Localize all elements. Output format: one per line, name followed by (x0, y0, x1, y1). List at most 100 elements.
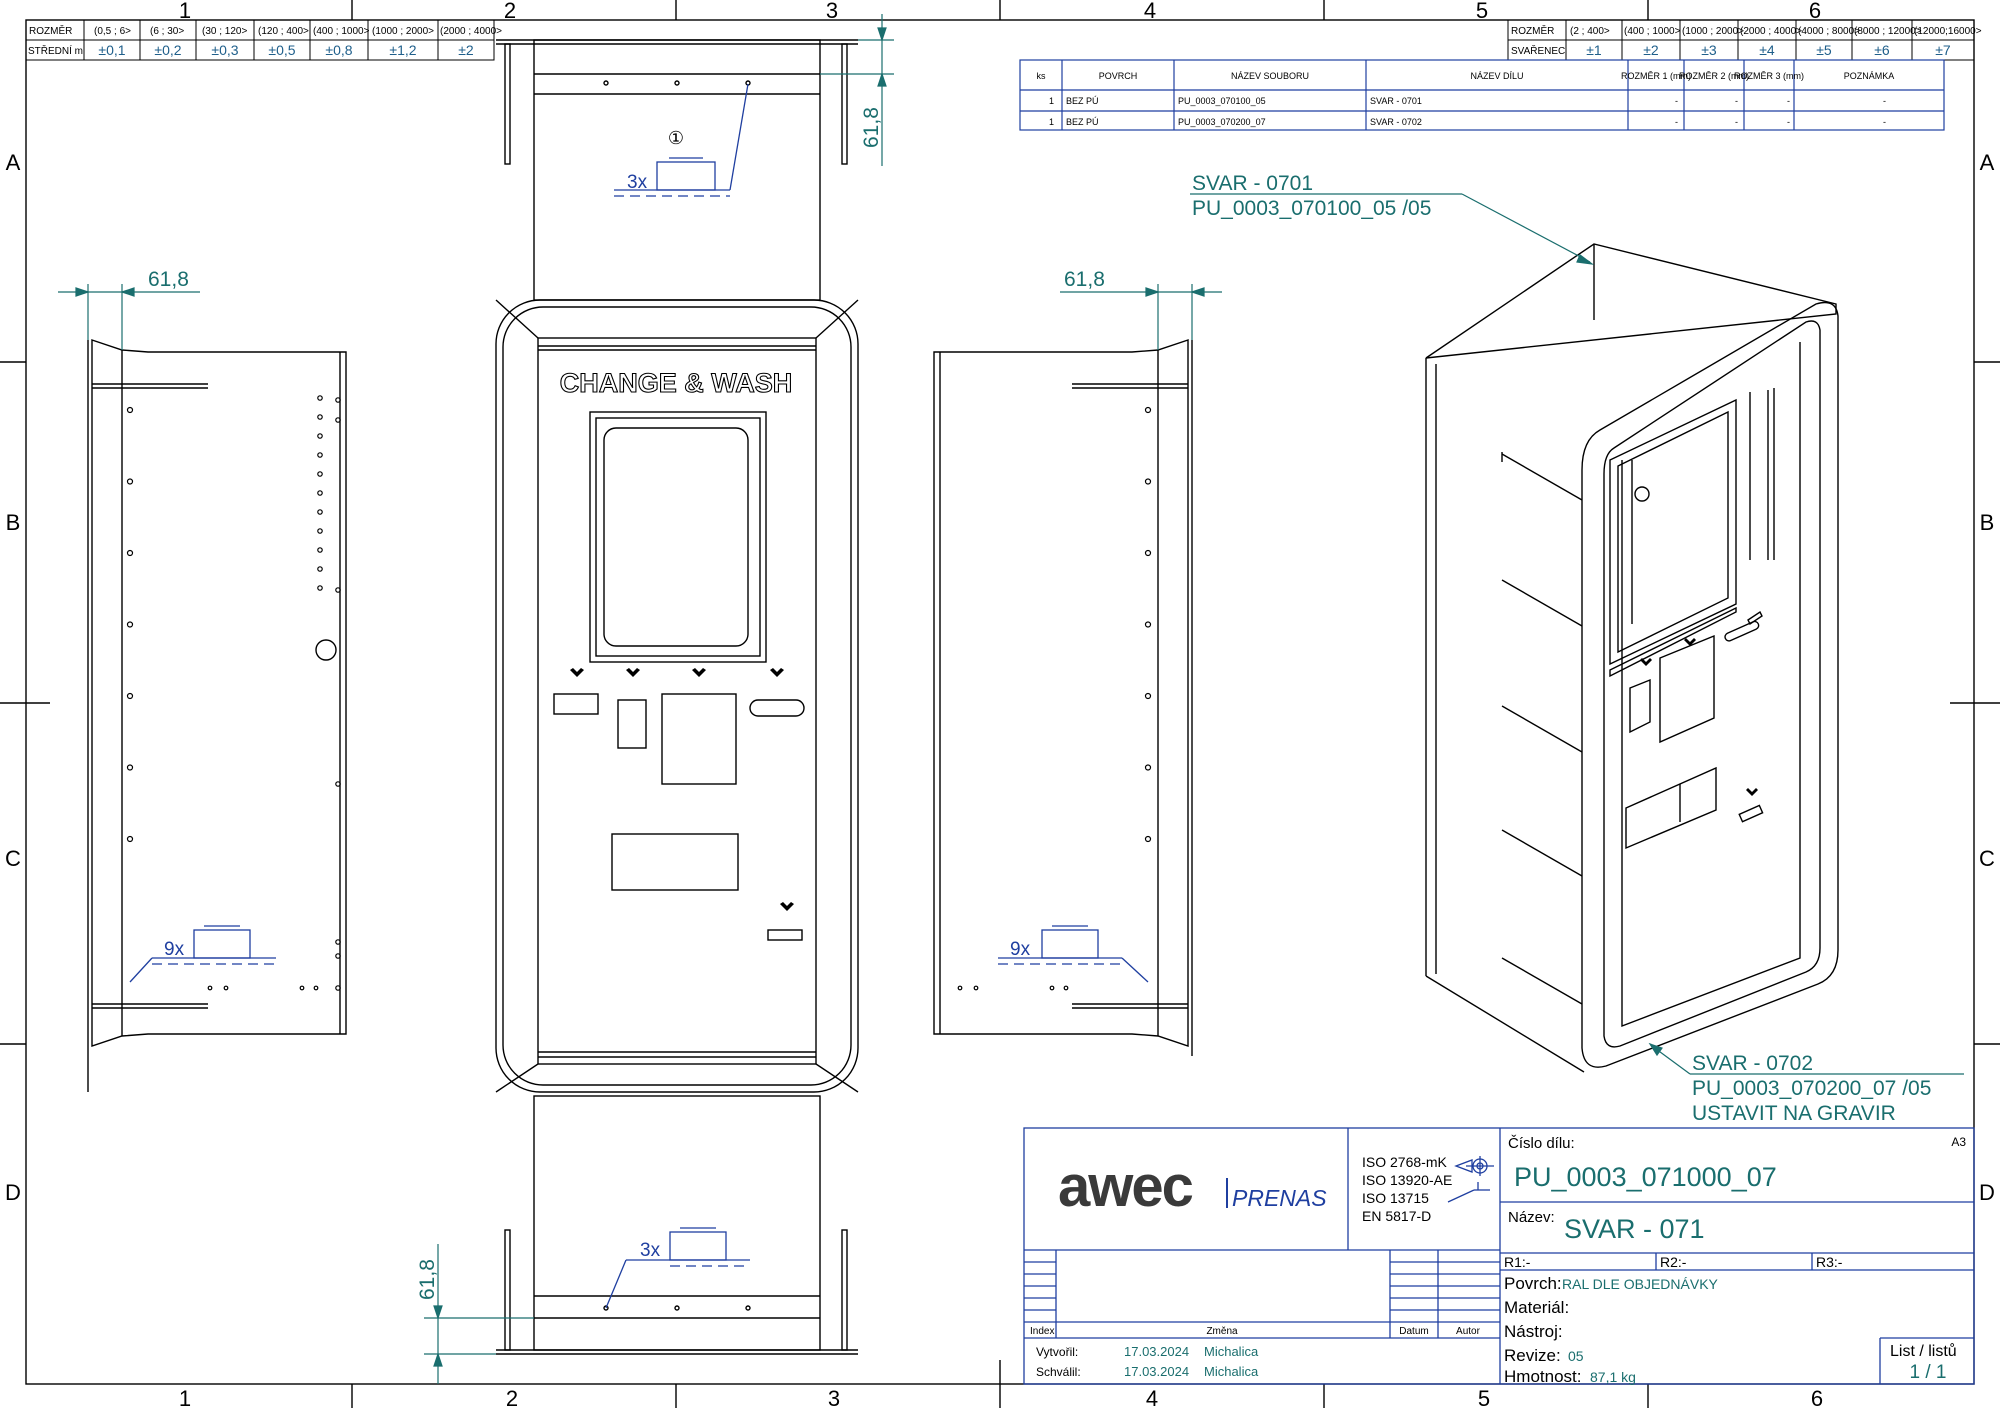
callout-upper (1190, 193, 1595, 265)
material-label: Materiál: (1504, 1298, 1569, 1317)
tol-left-range: (30 ; 120> (202, 26, 247, 37)
tol-right-range: (2 ; 400> (1570, 26, 1610, 37)
callout-lower (1648, 1042, 1964, 1075)
callout-lower-line2: PU_0003_070200_07 /05 (1692, 1077, 1931, 1100)
zone-right-b: B (1980, 510, 1995, 535)
isometric-marks (1640, 638, 1758, 796)
left-side-view (87, 339, 347, 1092)
front-arrow-marks (570, 668, 794, 911)
tol-right-range: (400 ; 1000> (1624, 26, 1681, 37)
parts-list: ks POVRCH NÁZEV SOUBORU NÁZEV DÍLU ROZMĚ… (1019, 59, 1945, 131)
parts-cell: SVAR - 0701 (1370, 96, 1422, 106)
zone-labels: 1 2 3 4 5 6 1 2 3 4 5 6 A B C D A B C D (5, 0, 1995, 1408)
front-view (495, 299, 859, 1093)
tol-left-range: (120 ; 400> (258, 26, 309, 37)
tol-left-row2-label: STŘEDNÍ m (28, 44, 83, 57)
machine-title: CHANGE & WASH (560, 368, 793, 398)
tol-left-value: ±0,3 (211, 42, 238, 58)
mounting-hole (973, 985, 979, 991)
zone-bottom-3: 3 (828, 1386, 840, 1408)
zone-bottom-2: 2 (506, 1386, 518, 1408)
zone-right-a: A (1980, 150, 1995, 175)
mounting-hole (335, 939, 341, 945)
title-block (1023, 1127, 1975, 1385)
mounting-hole (317, 509, 323, 515)
logo-prenas: PRENAS (1232, 1185, 1327, 1211)
tol-left-range: (6 ; 30> (150, 26, 184, 37)
weld-symbol-right (998, 925, 1149, 983)
sheet-format: A3 (1951, 1135, 1966, 1149)
chevron-down-icon (1746, 788, 1758, 796)
callout-lower-line1: SVAR - 0702 (1692, 1052, 1813, 1075)
mounting-hole (317, 395, 323, 401)
mounting-hole (317, 471, 323, 477)
mounting-hole (335, 587, 341, 593)
povrch-value: RAL DLE OBJEDNÁVKY (1562, 1276, 1719, 1292)
tol-left-range: (0,5 ; 6> (94, 26, 131, 37)
chevron-down-icon (570, 668, 584, 677)
tol-right-value: ±2 (1643, 42, 1659, 58)
tol-left-value: ±0,1 (98, 42, 125, 58)
tolerance-table-left: ROZMĚR STŘEDNÍ m (0,5 ; 6> (6 ; 30> (30 … (25, 19, 502, 61)
r2-field: R2:- (1660, 1254, 1687, 1270)
povrch-label: Povrch: (1504, 1274, 1562, 1293)
zone-right-d: D (1979, 1180, 1995, 1205)
zone-bottom-1: 1 (179, 1386, 191, 1408)
parts-cell: - (1735, 117, 1738, 127)
parts-header: POVRCH (1099, 71, 1138, 81)
mounting-hole (957, 985, 963, 991)
parts-cell: 1 (1049, 117, 1054, 127)
mounting-hole (1144, 406, 1152, 414)
top-view (496, 39, 858, 301)
chevron-down-icon (780, 902, 794, 911)
mounting-hole (1049, 985, 1055, 991)
tol-left-value: ±1,2 (389, 42, 416, 58)
mounting-hole (1144, 692, 1152, 700)
weld-symbol-bottom (605, 1227, 750, 1309)
chevron-down-icon (692, 668, 706, 677)
tol-left-value: ±0,8 (325, 42, 352, 58)
hmotnost-label: Hmotnost: (1504, 1367, 1581, 1386)
weld-symbol-top (614, 83, 749, 197)
zone-left-d: D (5, 1180, 21, 1205)
parts-cell: - (1787, 117, 1790, 127)
parts-cell: - (1883, 117, 1886, 127)
weld-symbol-left (129, 925, 276, 983)
nastroj-label: Nástroj: (1504, 1322, 1563, 1341)
tol-right-value: ±1 (1586, 42, 1602, 58)
parts-cell: SVAR - 0702 (1370, 117, 1422, 127)
zone-bottom-5: 5 (1478, 1386, 1490, 1408)
mounting-hole (317, 414, 323, 420)
zone-left-c: C (5, 846, 21, 871)
vytvoril-name: Michalica (1204, 1344, 1259, 1359)
schvalil-name: Michalica (1204, 1364, 1259, 1379)
mounting-hole (317, 547, 323, 553)
mounting-hole (126, 406, 134, 414)
weld-note-right: 9x (1010, 939, 1031, 960)
r3-field: R3:- (1816, 1254, 1843, 1270)
parts-cell: - (1675, 117, 1678, 127)
tol-left-range: (400 ; 1000> (313, 26, 370, 37)
mounting-hole (299, 985, 305, 991)
mounting-hole (126, 764, 134, 771)
zone-right-c: C (1979, 846, 1995, 871)
mounting-hole (223, 985, 229, 991)
mounting-hole (1063, 985, 1069, 991)
mounting-hole (126, 549, 134, 557)
mounting-hole (317, 490, 323, 496)
part-name: SVAR - 071 (1564, 1214, 1705, 1244)
right-side-view (933, 339, 1193, 1056)
dimension-left (58, 284, 200, 350)
mounting-hole (317, 528, 323, 534)
mounting-hole (313, 985, 319, 991)
bottom-view (496, 1095, 858, 1355)
dim-left-label: 61,8 (148, 268, 189, 291)
r1-field: R1:- (1504, 1254, 1531, 1270)
weld-note-top: 3x (627, 172, 648, 193)
mounting-hole (335, 781, 341, 787)
mounting-hole (126, 692, 134, 700)
parts-cell: - (1675, 96, 1678, 106)
tol-right-range: (8000 ; 12000> (1854, 26, 1922, 37)
mounting-hole (317, 585, 323, 591)
